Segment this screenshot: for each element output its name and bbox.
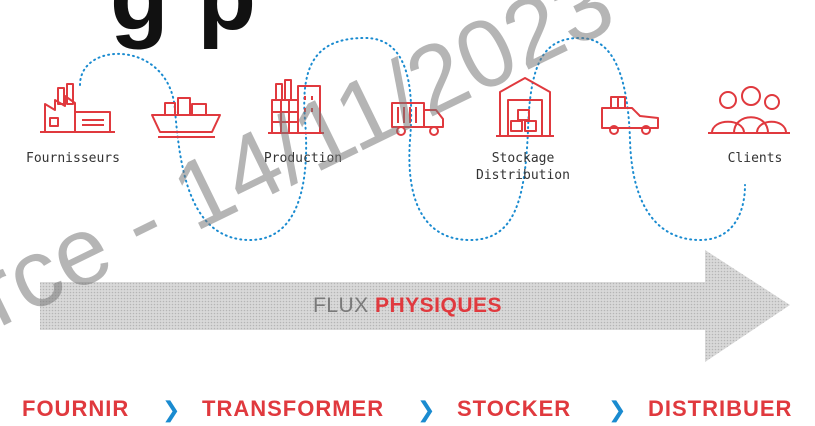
label-distribution: Distribution (476, 168, 570, 183)
flux-part1: FLUX (312, 294, 375, 317)
warehouse-icon (496, 77, 554, 137)
flux-arrow (40, 250, 790, 362)
flux-part2: PHYSIQUES (374, 294, 503, 317)
delivery-van-icon (601, 96, 659, 135)
label-stockage: Stockage (491, 151, 555, 166)
production-building-icon (268, 79, 324, 134)
factory-icon (40, 83, 115, 133)
chevron-right-icon: ❯ (608, 397, 627, 422)
label-clients: Clients (727, 151, 783, 166)
step-fournir: FOURNIR (22, 396, 130, 421)
flux-title: FLUX PHYSIQUES (0, 294, 815, 318)
process-steps: FOURNIR ❯ TRANSFORMER ❯ STOCKER ❯ DISTRI… (22, 396, 812, 426)
chevron-right-icon: ❯ (417, 397, 436, 422)
step-transformer: TRANSFORMER (202, 396, 385, 421)
label-production: Production (263, 151, 343, 166)
dotted-flow-path (79, 36, 746, 242)
people-icon (708, 86, 790, 134)
truck-icon (391, 102, 444, 136)
step-stocker: STOCKER (457, 396, 572, 421)
label-fournisseurs: Fournisseurs (26, 151, 120, 166)
cropped-title: g p (110, 0, 257, 52)
step-distribuer: DISTRIBUER (648, 396, 793, 421)
ship-icon (151, 97, 221, 138)
chevron-right-icon: ❯ (162, 397, 181, 422)
